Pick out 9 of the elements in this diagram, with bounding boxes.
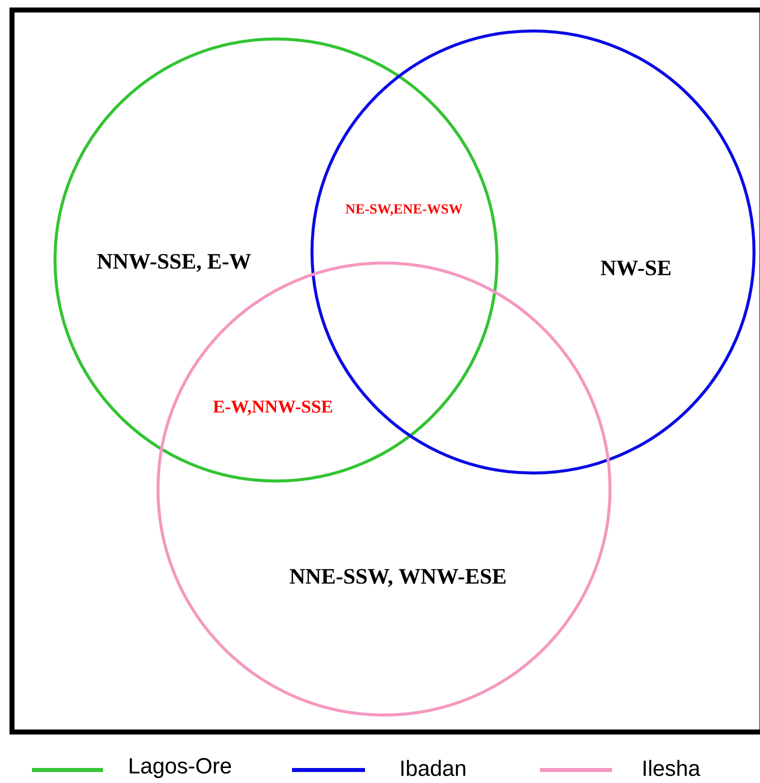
- legend-label: Ibadan: [401, 760, 466, 776]
- region-label: E-W,NNW-SSE: [213, 400, 332, 416]
- circle: [54, 38, 498, 482]
- region-label: NW-SE: [600, 260, 671, 276]
- legend-label: Lagos-Ore: [130, 758, 231, 778]
- region-label: NE-SW,ENE-WSW: [346, 204, 462, 216]
- region-label: NNE-SSW, WNW-ESE: [290, 569, 506, 587]
- region-label: NNW-SSE, E-W: [97, 254, 251, 272]
- legend-label: Ilesha: [644, 760, 700, 776]
